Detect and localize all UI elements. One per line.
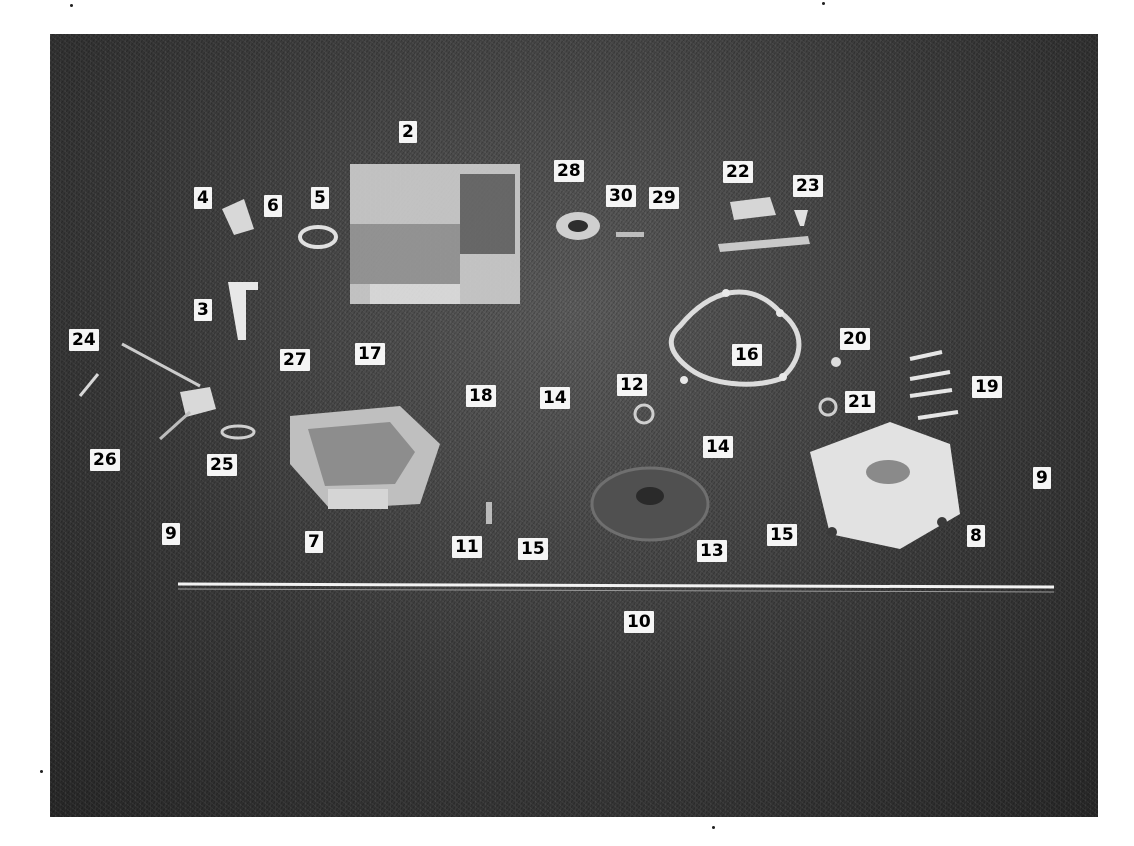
part-22-bracket (730, 197, 776, 220)
part-20-nut (831, 357, 841, 367)
part-23-screw (794, 210, 808, 226)
part-19-bolts (909, 350, 959, 420)
callout-24: 24 (69, 329, 99, 351)
part-26-block (180, 387, 216, 417)
scan-speck (822, 2, 825, 5)
callout-18: 18 (466, 385, 496, 407)
part-24-rod (121, 342, 201, 388)
callout-7: 7 (305, 531, 323, 553)
callout-21: 21 (845, 391, 875, 413)
callout-22: 22 (723, 161, 753, 183)
part-11-piece (486, 502, 492, 524)
callout-3: 3 (194, 299, 212, 321)
part-10-shaft (177, 582, 1055, 589)
callout-15-right: 15 (767, 524, 797, 546)
callout-29: 29 (649, 187, 679, 209)
callout-28: 28 (554, 160, 584, 182)
callout-2: 2 (399, 121, 417, 143)
parts-drawing (78, 164, 1055, 593)
callout-16: 16 (732, 344, 762, 366)
callout-20: 20 (840, 328, 870, 350)
part-12-ring (633, 403, 655, 425)
callout-5: 5 (311, 187, 329, 209)
part-2-block (350, 164, 520, 304)
callout-9-right: 9 (1033, 467, 1051, 489)
scan-speck (40, 770, 43, 773)
part-22-arm (718, 236, 810, 252)
callout-25: 25 (207, 454, 237, 476)
part-3-lever (228, 282, 258, 340)
part-30-pin (616, 232, 644, 237)
part-21-ring (818, 397, 838, 417)
callout-10: 10 (624, 611, 654, 633)
part-8-housing (810, 422, 960, 549)
callout-30: 30 (606, 185, 636, 207)
scan-speck (712, 826, 715, 829)
callout-9-left: 9 (162, 523, 180, 545)
callout-26: 26 (90, 449, 120, 471)
callout-14-lower: 14 (703, 436, 733, 458)
part-5-seal (298, 225, 338, 249)
callout-19: 19 (972, 376, 1002, 398)
callout-14-upper: 14 (540, 387, 570, 409)
part-16-gasket (668, 289, 802, 387)
callout-23: 23 (793, 175, 823, 197)
part-25-ring (220, 424, 256, 440)
callout-27: 27 (280, 349, 310, 371)
part-4-bracket (222, 199, 254, 235)
callout-11: 11 (452, 536, 482, 558)
parts-photograph: 2 4 6 5 28 30 29 22 23 3 24 27 17 16 20 … (50, 34, 1098, 817)
callout-15-left: 15 (518, 538, 548, 560)
callout-17: 17 (355, 343, 385, 365)
callout-4: 4 (194, 187, 212, 209)
scan-speck (70, 4, 73, 7)
callout-12: 12 (617, 374, 647, 396)
part-7-housing (290, 406, 440, 509)
callout-8: 8 (967, 525, 985, 547)
callout-13: 13 (697, 540, 727, 562)
callout-6: 6 (264, 195, 282, 217)
